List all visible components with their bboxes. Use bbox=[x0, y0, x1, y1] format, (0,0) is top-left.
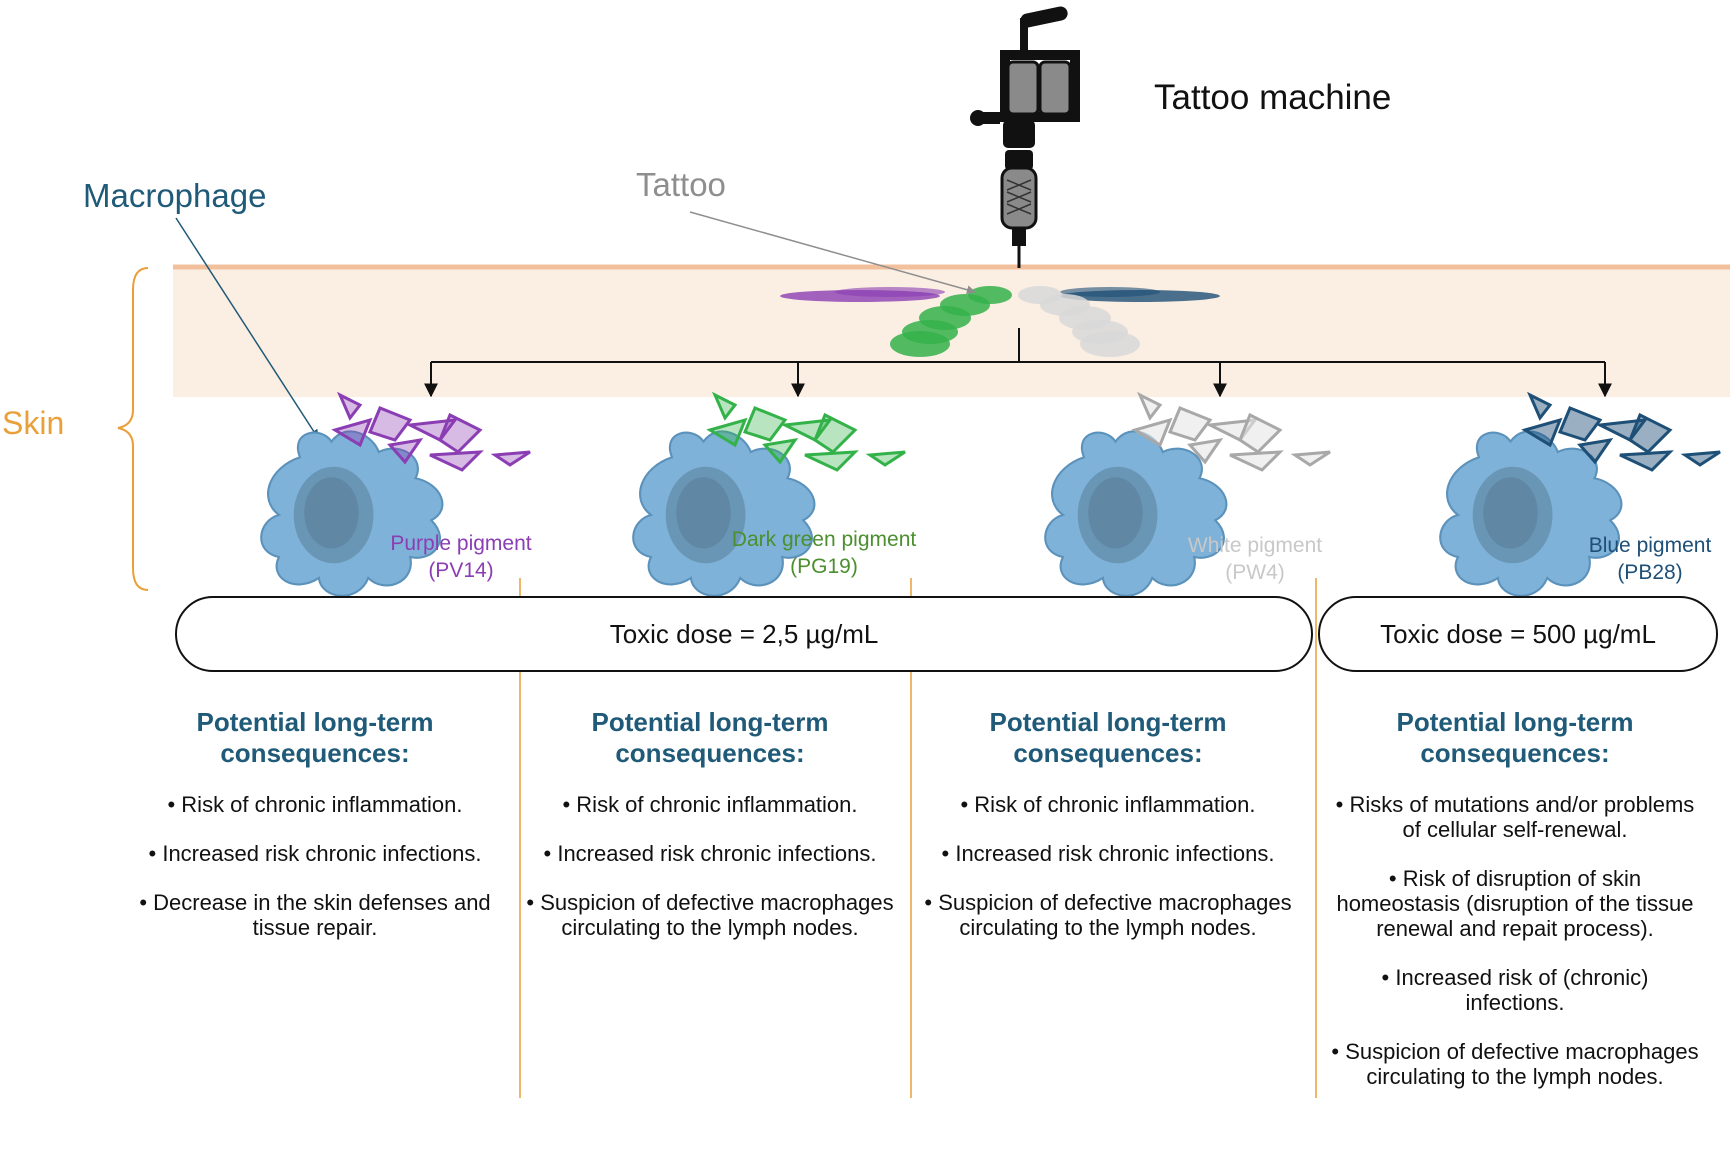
consequences-column-green: Potential long-term consequences: • Risk… bbox=[525, 707, 895, 964]
pigment-name: Dark green pigment bbox=[731, 528, 917, 551]
pigment-name: Purple pigment bbox=[390, 532, 532, 555]
macrophage-label: Macrophage bbox=[83, 177, 267, 214]
consequence-item: • Risks of mutations and/or problems of … bbox=[1335, 792, 1695, 842]
toxic-dose-high-pill: Toxic dose = 500 µg/mL bbox=[1318, 596, 1718, 672]
consequence-item: • Decrease in the skin defenses and tiss… bbox=[139, 890, 491, 940]
pigment-name: Blue pigment bbox=[1588, 534, 1712, 557]
consequence-item: • Suspicion of defective macrophages cir… bbox=[1331, 1039, 1699, 1089]
purple-pigment-label: Purple pigment (PV14) bbox=[368, 530, 554, 584]
pigment-name: White pigment bbox=[1187, 534, 1323, 557]
consequences-column-blue: Potential long-term consequences: • Risk… bbox=[1330, 707, 1700, 1113]
white-pigment-crystals bbox=[1131, 391, 1331, 472]
pigment-code: (PB28) bbox=[1617, 561, 1683, 584]
consequence-item: • Suspicion of defective macrophages cir… bbox=[526, 890, 894, 940]
tattoo-machine-label: Tattoo machine bbox=[1154, 78, 1392, 117]
consequence-item: • Risk of disruption of skin homeostasis… bbox=[1336, 866, 1694, 941]
green-pigment-label: Dark green pigment (PG19) bbox=[728, 526, 920, 580]
consequence-item: • Suspicion of defective macrophages cir… bbox=[924, 890, 1292, 940]
consequence-item: • Risk of chronic inflammation. bbox=[960, 792, 1256, 817]
consequence-item: • Increased risk chronic infections. bbox=[543, 841, 877, 866]
column-heading: Potential long-term consequences: bbox=[989, 707, 1227, 768]
tattoo-pigment-spread bbox=[780, 286, 1220, 357]
branch-arrows bbox=[424, 328, 1612, 398]
consequence-item: • Increased risk chronic infections. bbox=[941, 841, 1275, 866]
purple-pigment-crystals bbox=[331, 391, 531, 472]
pigment-code: (PG19) bbox=[790, 555, 858, 578]
white-pigment-label: White pigment (PW4) bbox=[1160, 532, 1350, 586]
column-heading: Potential long-term consequences: bbox=[196, 707, 434, 768]
blue-pigment-crystals bbox=[1521, 391, 1721, 472]
tattoo-label: Tattoo bbox=[636, 166, 726, 203]
skin-bracket bbox=[117, 267, 149, 591]
toxic-dose-low-pill: Toxic dose = 2,5 µg/mL bbox=[175, 596, 1313, 672]
consequences-column-purple: Potential long-term consequences: • Risk… bbox=[130, 707, 500, 964]
pigment-code: (PW4) bbox=[1225, 561, 1285, 584]
consequence-item: • Increased risk of (chronic) infections… bbox=[1381, 965, 1649, 1015]
consequence-item: • Risk of chronic inflammation. bbox=[167, 792, 463, 817]
pigment-code: (PV14) bbox=[428, 559, 494, 582]
tattoo-callout-line bbox=[689, 211, 976, 295]
blue-pigment-label: Blue pigment (PB28) bbox=[1565, 532, 1730, 586]
skin-label: Skin bbox=[2, 405, 65, 441]
consequence-item: • Risk of chronic inflammation. bbox=[562, 792, 858, 817]
column-heading: Potential long-term consequences: bbox=[1396, 707, 1634, 768]
consequences-column-white: Potential long-term consequences: • Risk… bbox=[923, 707, 1293, 964]
consequence-item: • Increased risk chronic infections. bbox=[148, 841, 482, 866]
macrophage-callout-line bbox=[175, 217, 319, 439]
green-pigment-crystals bbox=[706, 391, 906, 472]
tattoo-machine-icon bbox=[970, 6, 1080, 268]
column-heading: Potential long-term consequences: bbox=[591, 707, 829, 768]
